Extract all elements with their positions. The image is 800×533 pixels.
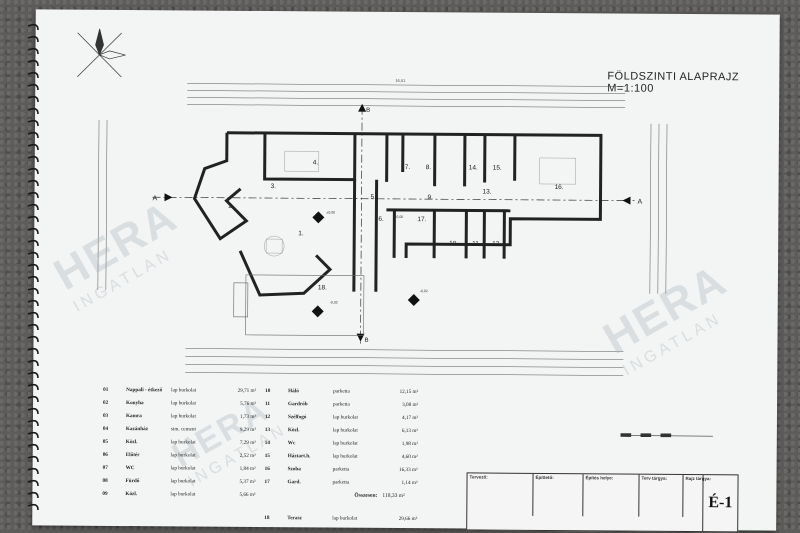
north-arrow-icon bbox=[77, 29, 125, 77]
level-symbol-icons bbox=[312, 211, 421, 318]
title-cell-client: Építtető: bbox=[533, 474, 583, 516]
room-number-15: 15. bbox=[493, 165, 502, 172]
title-block: Tervező: Építtető: Építés helye: Terv tá… bbox=[466, 472, 738, 532]
room-number-5: 5. bbox=[370, 194, 376, 201]
room-number-12: 12. bbox=[492, 241, 501, 248]
room-number-6: 6. bbox=[378, 216, 384, 223]
title-cell-designer: Tervező: bbox=[467, 473, 533, 515]
level-mark-1: ±0,00 bbox=[326, 210, 335, 214]
total-label: Összesen: bbox=[354, 493, 377, 499]
room-number-8: 8. bbox=[426, 164, 432, 171]
section-arrow-top-icon bbox=[358, 104, 366, 112]
section-arrow-right-icon bbox=[622, 197, 630, 205]
section-label-b-bottom: B bbox=[364, 338, 368, 344]
level-mark-2: +0,00 bbox=[394, 215, 403, 219]
floor-plan-sheet: FÖLDSZINTI ALAPRAJZ M=1:100 16,01 bbox=[32, 9, 780, 530]
spiral-binding bbox=[26, 20, 40, 520]
section-label-a-right: A bbox=[637, 199, 642, 206]
section-line-a bbox=[153, 197, 635, 200]
section-label-b-top: B bbox=[366, 108, 370, 114]
level-mark-4: -0,02 bbox=[420, 289, 428, 293]
room-number-1: 1. bbox=[298, 230, 304, 237]
sheet-number: É-1 bbox=[702, 475, 737, 531]
room-number-17: 17. bbox=[417, 216, 426, 223]
room-number-10: 10. bbox=[449, 240, 458, 247]
room-number-7: 7. bbox=[405, 164, 411, 171]
room-number-4: 4. bbox=[313, 159, 319, 166]
room-number-2: 2. bbox=[228, 203, 234, 210]
room-number-11: 11. bbox=[472, 240, 481, 247]
side-dimension-lines bbox=[98, 120, 667, 294]
room-number-3: 3. bbox=[271, 183, 277, 190]
terrace-outline bbox=[234, 275, 364, 336]
bottom-dimension-lines bbox=[185, 348, 623, 375]
scale-bar bbox=[621, 434, 713, 438]
total-value: 118,33 m² bbox=[382, 493, 404, 499]
room-number-13: 13. bbox=[483, 189, 492, 196]
furniture bbox=[264, 151, 576, 258]
top-dimension-lines bbox=[187, 83, 625, 107]
overall-dimension: 16,01 bbox=[395, 78, 406, 83]
section-line-b bbox=[360, 107, 362, 347]
room-number-14: 14. bbox=[469, 164, 478, 171]
room-number-16: 16. bbox=[555, 184, 564, 191]
room-number-18: 18. bbox=[318, 284, 327, 291]
title-cell-location: Építés helye: bbox=[583, 474, 639, 516]
title-cell-subject: Terv tárgya: bbox=[639, 475, 683, 517]
level-mark-3: -0,02 bbox=[330, 300, 338, 304]
room-number-9: 9. bbox=[427, 194, 433, 201]
